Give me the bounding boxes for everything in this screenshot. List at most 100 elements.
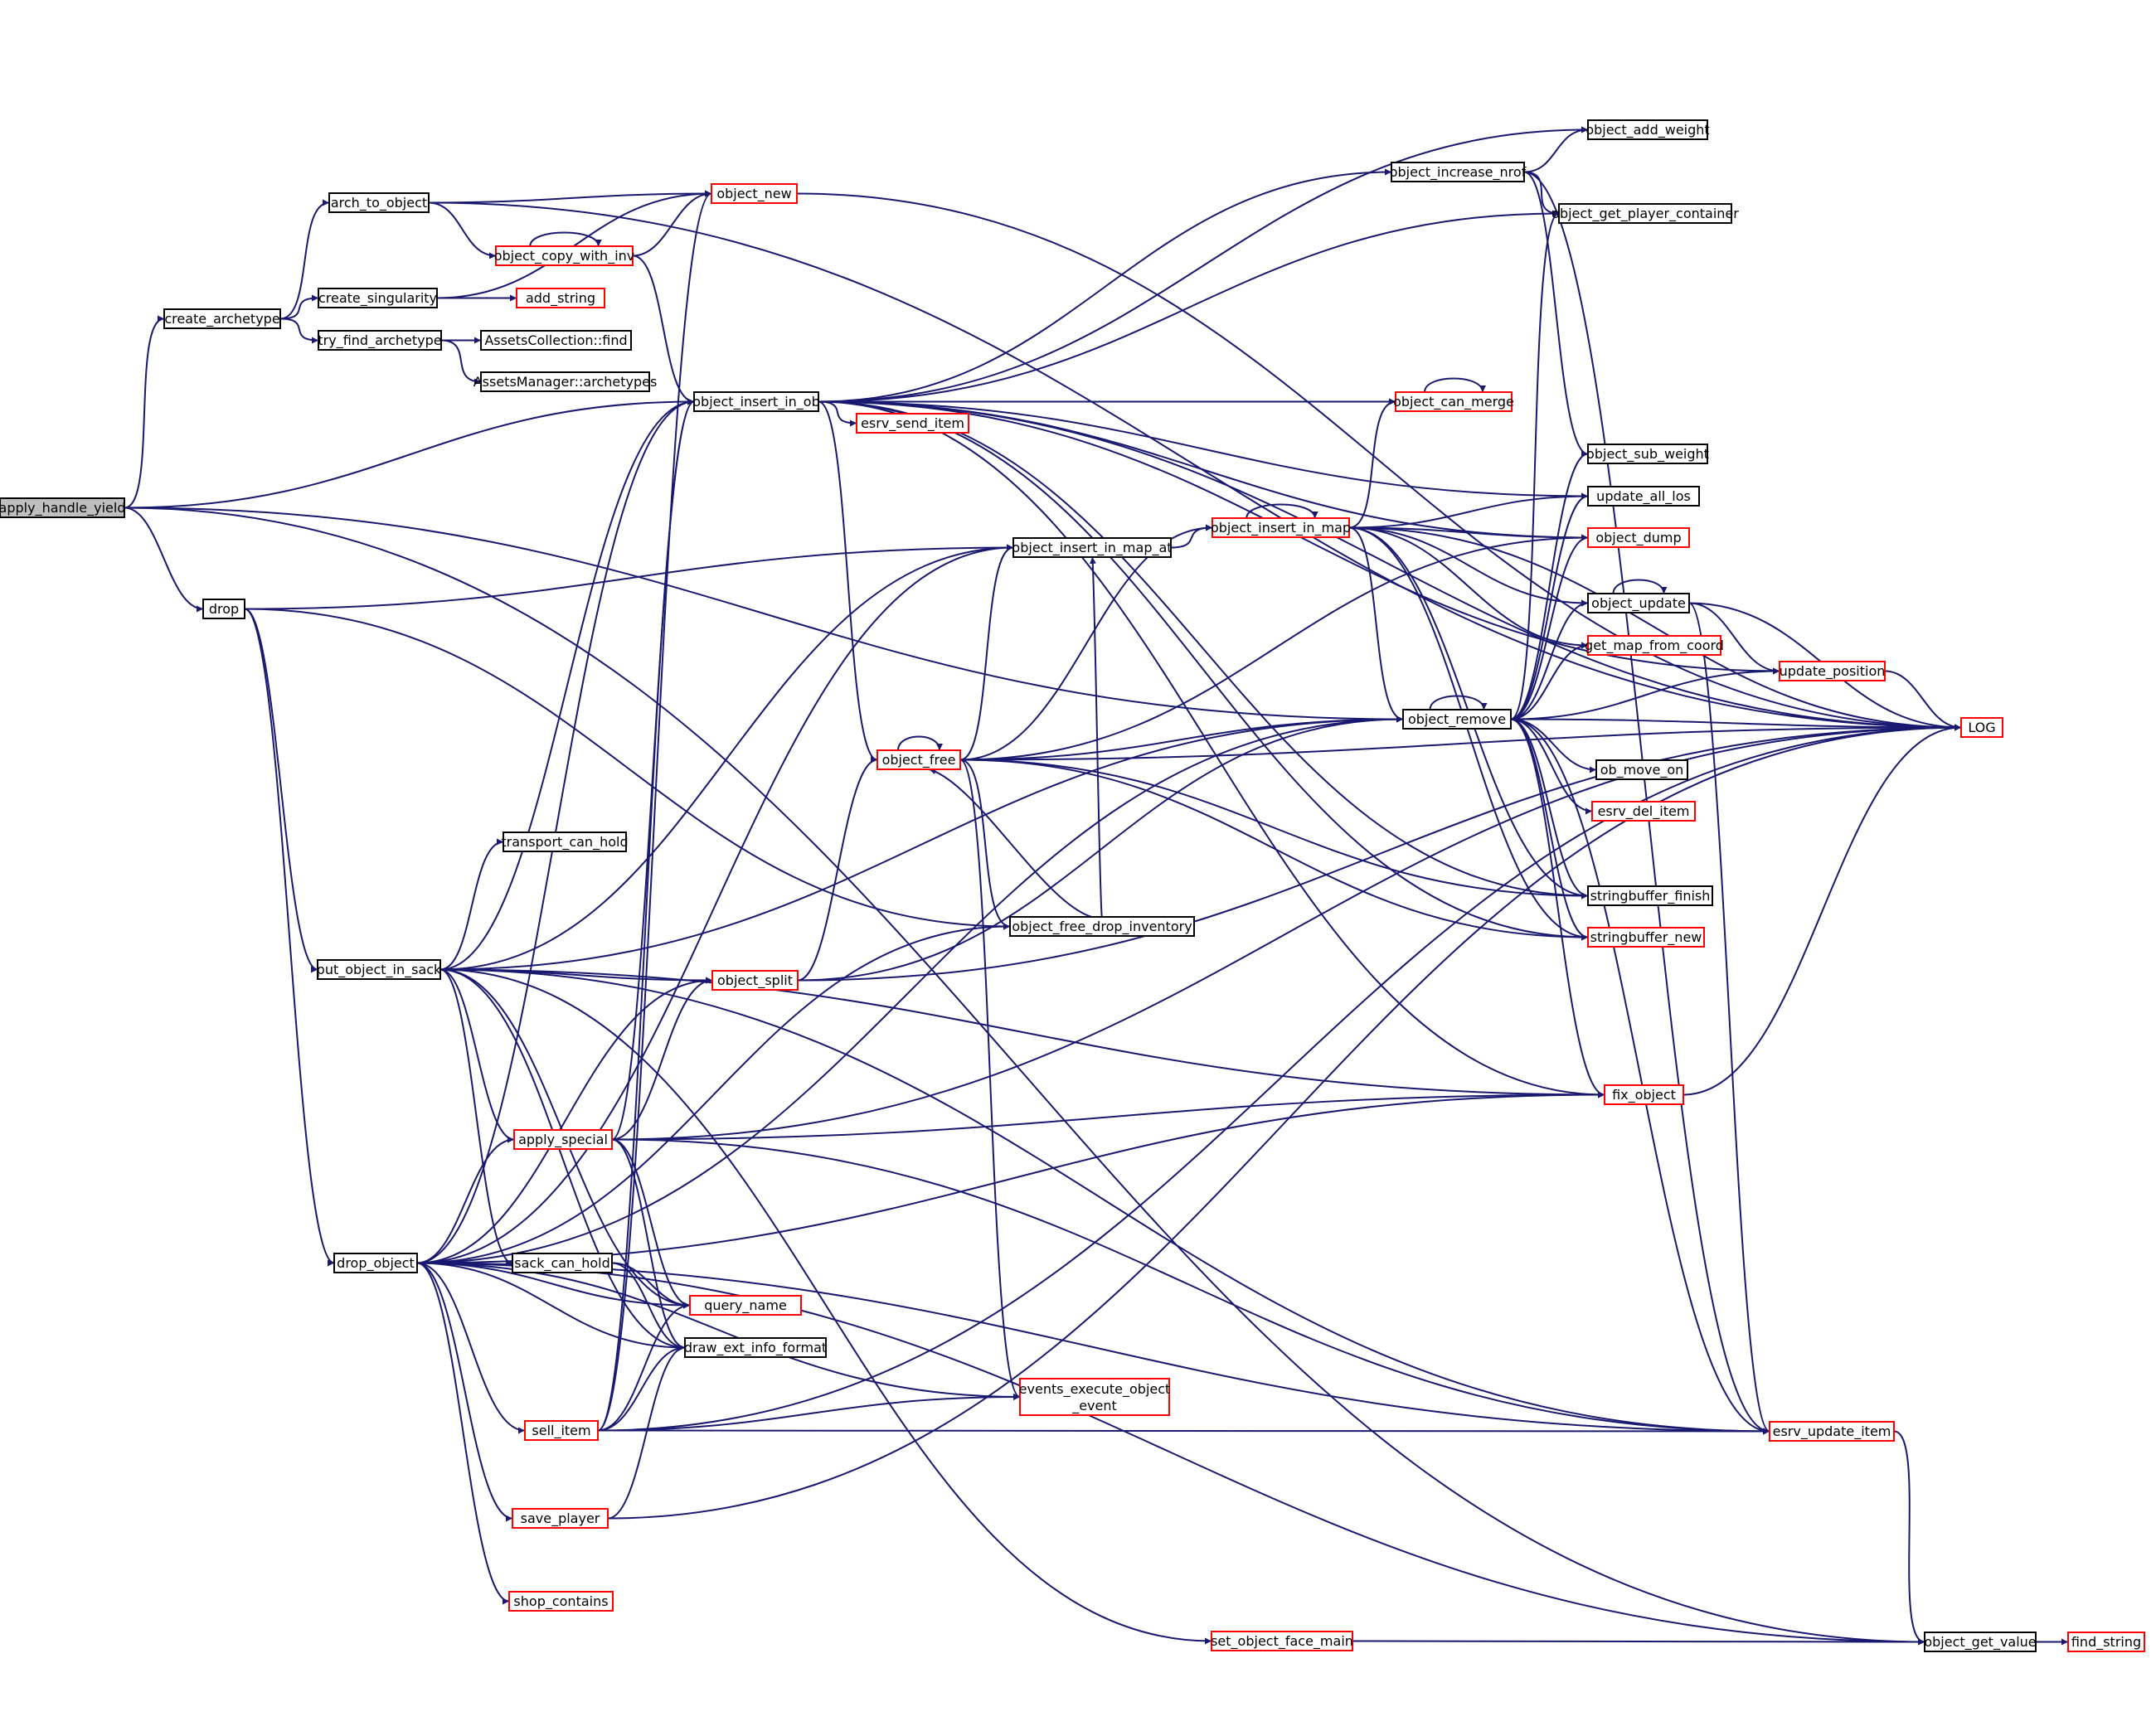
node-box	[317, 959, 441, 980]
node-label: update_position	[1780, 663, 1886, 680]
node-esrv-send-item[interactable]: esrv_send_item	[856, 413, 969, 434]
edge-put_object_in_sack-to-esrv_update_item	[439, 968, 1770, 1435]
node-fix-object[interactable]: fix_object	[1604, 1084, 1684, 1105]
node-object-insert-in-ob[interactable]: object_insert_in_ob	[692, 391, 820, 412]
node-apply-handle-yield[interactable]: apply_handle_yield	[0, 497, 125, 518]
node-box	[318, 288, 438, 308]
node-object-get-value[interactable]: object_get_value	[1924, 1632, 2037, 1652]
edge-drop_object-to-sell_item	[416, 1262, 526, 1434]
node-drop-object[interactable]: drop_object	[333, 1253, 418, 1273]
node-box	[1019, 1378, 1170, 1416]
node-object-copy-with-inv[interactable]: object_copy_with_inv	[494, 245, 635, 266]
node-object-free-drop-inventory[interactable]: object_free_drop_inventory	[1009, 916, 1195, 937]
node-box	[516, 288, 605, 308]
node-object-dump[interactable]: object_dump	[1587, 527, 1690, 548]
edge-object_copy_with_inv-to-object_new	[632, 190, 712, 257]
edge-object_insert_in_ob-to-object_free	[818, 400, 878, 764]
edge-object_copy_with_inv-to-object_insert_in_ob	[632, 255, 695, 405]
edge-sell_item-to-query_name	[597, 1302, 691, 1432]
node-box	[1924, 1632, 2037, 1652]
node-events-execute-object-event[interactable]: events_execute_object_event	[1019, 1378, 1171, 1416]
node-object-split[interactable]: object_split	[711, 970, 799, 991]
edge-object_insert_in_map-to-object_insert_in_map	[1246, 503, 1318, 519]
edge-object_can_merge-to-object_can_merge	[1424, 377, 1486, 393]
edge-save_player-to-log	[607, 724, 1962, 1520]
node-ob-move-on[interactable]: ob_move_on	[1595, 759, 1688, 780]
node-label: object_update	[1591, 595, 1686, 612]
node-esrv-del-item[interactable]: esrv_del_item	[1591, 801, 1696, 822]
edge-arch_to_object-to-object_new	[428, 190, 712, 204]
node-apply-special[interactable]: apply_special	[513, 1129, 613, 1150]
edge-esrv_update_item-to-object_get_value	[1893, 1430, 1925, 1646]
edge-apply_handle_yield-to-create_archetype	[124, 315, 165, 509]
node-assets-find[interactable]: AssetsCollection::find	[480, 330, 632, 351]
edge-put_object_in_sack-to-apply_special	[439, 968, 515, 1143]
node-create-singularity[interactable]: create_singularity	[318, 288, 438, 308]
node-arch-to-object[interactable]: arch_to_object	[328, 192, 430, 213]
edge-object_update-to-object_update	[1612, 579, 1668, 594]
node-shop-contains[interactable]: shop_contains	[508, 1591, 614, 1612]
node-object-get-player-container[interactable]: object_get_player_container	[1551, 203, 1739, 224]
edge-object_free_drop_inventory-to-object_free	[929, 768, 1092, 918]
node-set-object-face-main[interactable]: set_object_face_main	[1211, 1631, 1353, 1651]
edge-apply_handle_yield-to-object_get_value	[124, 507, 1925, 1646]
node-try-find-archetype[interactable]: try_find_archetype	[318, 330, 442, 351]
edge-object_free-to-stringbuffer_finish	[959, 759, 1589, 899]
node-stringbuffer-finish[interactable]: stringbuffer_finish	[1587, 885, 1713, 906]
node-drop[interactable]: drop	[202, 599, 245, 619]
edge-sell_item-to-log	[597, 724, 1962, 1432]
edge-object_copy_with_inv-to-object_copy_with_inv	[529, 231, 602, 247]
node-label: object_can_merge	[1393, 394, 1514, 410]
edges	[124, 126, 2068, 1646]
node-sell-item[interactable]: sell_item	[524, 1420, 599, 1441]
node-object-sub-weight[interactable]: object_sub_weight	[1586, 444, 1709, 464]
node-label: object_get_value	[1924, 1634, 2036, 1651]
node-log[interactable]: LOG	[1960, 717, 2003, 738]
node-object-new[interactable]: object_new	[711, 183, 798, 204]
edge-try_find_archetype-to-assets_archetypes	[440, 339, 482, 385]
node-box	[2067, 1632, 2145, 1652]
node-box	[1587, 119, 1708, 140]
node-box	[1587, 593, 1690, 613]
node-object-remove[interactable]: object_remove	[1402, 709, 1512, 730]
node-label: set_object_face_main	[1211, 1633, 1353, 1650]
edge-object_remove-to-get_map_from_coord	[1510, 642, 1589, 720]
node-transport-can-hold[interactable]: transport_can_hold	[501, 832, 629, 852]
node-get-map-from-coord[interactable]: get_map_from_coord	[1585, 635, 1724, 656]
node-label: AssetsManager::archetypes	[473, 374, 658, 390]
node-object-free[interactable]: object_free	[876, 749, 961, 770]
edge-set_object_face_main-to-object_get_value	[1352, 1638, 1925, 1646]
edge-object_free-to-object_free	[897, 735, 943, 751]
node-stringbuffer-new[interactable]: stringbuffer_new	[1587, 927, 1705, 948]
edge-drop_object-to-save_player	[416, 1262, 513, 1522]
node-assets-archetypes[interactable]: AssetsManager::archetypes	[473, 371, 658, 392]
node-box	[1212, 517, 1350, 538]
node-put-object-in-sack[interactable]: put_object_in_sack	[317, 959, 442, 980]
edge-object_remove-to-object_remove	[1429, 695, 1488, 710]
node-esrv-update-item[interactable]: esrv_update_item	[1769, 1421, 1895, 1442]
node-object-update[interactable]: object_update	[1587, 593, 1690, 613]
node-create-archetype[interactable]: create_archetype	[163, 308, 281, 329]
node-label: stringbuffer_new	[1590, 929, 1702, 946]
node-object-insert-in-map-at[interactable]: object_insert_in_map_at	[1012, 537, 1173, 558]
node-label: drop_object	[337, 1255, 415, 1272]
node-save-player[interactable]: save_player	[512, 1508, 609, 1529]
node-sack-can-hold[interactable]: sack_can_hold	[512, 1253, 613, 1273]
edge-object_remove-to-object_get_player_container	[1510, 210, 1560, 720]
edge-object_remove-to-update_position	[1510, 667, 1780, 720]
node-find-string[interactable]: find_string	[2067, 1632, 2145, 1652]
node-query-name[interactable]: query_name	[689, 1295, 802, 1316]
edge-put_object_in_sack-to-draw_ext_info_format	[439, 968, 686, 1351]
node-object-can-merge[interactable]: object_can_merge	[1393, 391, 1514, 412]
node-box	[1395, 391, 1513, 412]
node-update-all-los[interactable]: update_all_los	[1587, 486, 1700, 507]
node-add-string[interactable]: add_string	[516, 288, 605, 308]
node-update-position[interactable]: update_position	[1779, 661, 1886, 681]
node-object-add-weight[interactable]: object_add_weight	[1585, 119, 1710, 140]
node-label: create_archetype	[164, 311, 279, 327]
node-box	[524, 1420, 599, 1441]
node-object-insert-in-map[interactable]: object_insert_in_map	[1211, 517, 1351, 538]
node-object-increase-nrof[interactable]: object_increase_nrof	[1390, 162, 1527, 182]
node-draw-ext-info-format[interactable]: draw_ext_info_format	[684, 1337, 827, 1358]
